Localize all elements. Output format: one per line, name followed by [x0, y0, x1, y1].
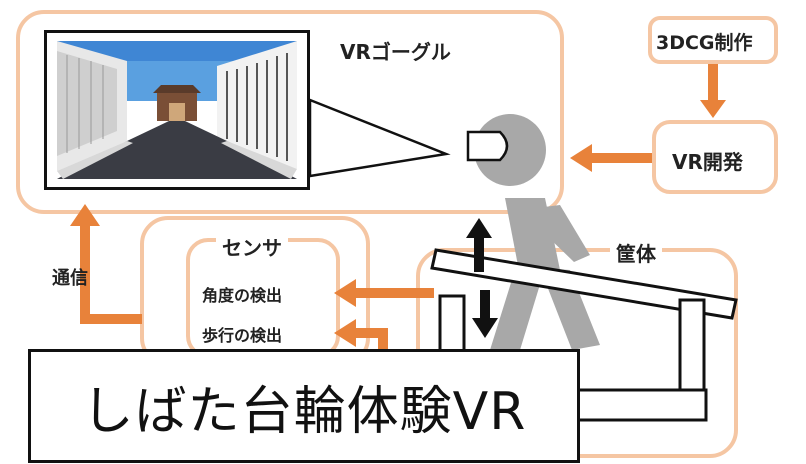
street-scene-illustration — [57, 41, 297, 179]
person-leg — [490, 268, 545, 350]
vr-goggle-box — [16, 10, 564, 214]
goggle-callout — [308, 98, 451, 178]
vr-screen-frame — [44, 30, 310, 190]
arrow-angle-shaft — [352, 288, 434, 298]
vr-goggle-icon — [466, 130, 509, 162]
black-down-arrow-icon — [472, 290, 498, 338]
sensor-item-walk: 歩行の検出 — [202, 326, 283, 345]
cg-production-box — [648, 16, 778, 64]
vr-street-scene — [57, 41, 297, 179]
vr-goggle-label: VRゴーグル — [340, 40, 451, 64]
arrow-dev-to-goggle-shaft — [590, 153, 652, 163]
housing-label: 筐体 — [610, 238, 662, 267]
handrail — [430, 248, 738, 320]
arrow-comm-shaft — [80, 222, 90, 322]
arrow-walk-vertical — [378, 328, 388, 352]
sensor-item-angle: 角度の検出 — [202, 286, 283, 305]
person-arm — [520, 205, 590, 262]
treadmill-base — [574, 388, 708, 422]
vr-development-label: VR開発 — [672, 150, 743, 174]
arrow-comm-elbow — [80, 314, 142, 324]
arrow-dev-to-goggle-head — [570, 144, 592, 172]
cg-production-label: 3DCG制作 — [656, 32, 753, 54]
black-up-arrow-icon — [466, 218, 492, 272]
overlay-title: しばた台輪体験VR — [81, 381, 527, 442]
arrow-comm-head — [70, 204, 100, 226]
arrow-cg-to-dev-shaft — [708, 64, 718, 102]
title-overlay-box: しばた台輪体験VR — [28, 349, 580, 463]
sensor-label: センサ — [216, 232, 288, 261]
arrow-angle-head — [334, 279, 356, 307]
comm-label: 通信 — [52, 268, 88, 289]
arrow-walk-head — [334, 319, 356, 347]
arrow-cg-to-dev-head — [700, 100, 726, 118]
vr-development-box — [652, 120, 778, 194]
arrow-walk-shaft — [352, 328, 388, 338]
